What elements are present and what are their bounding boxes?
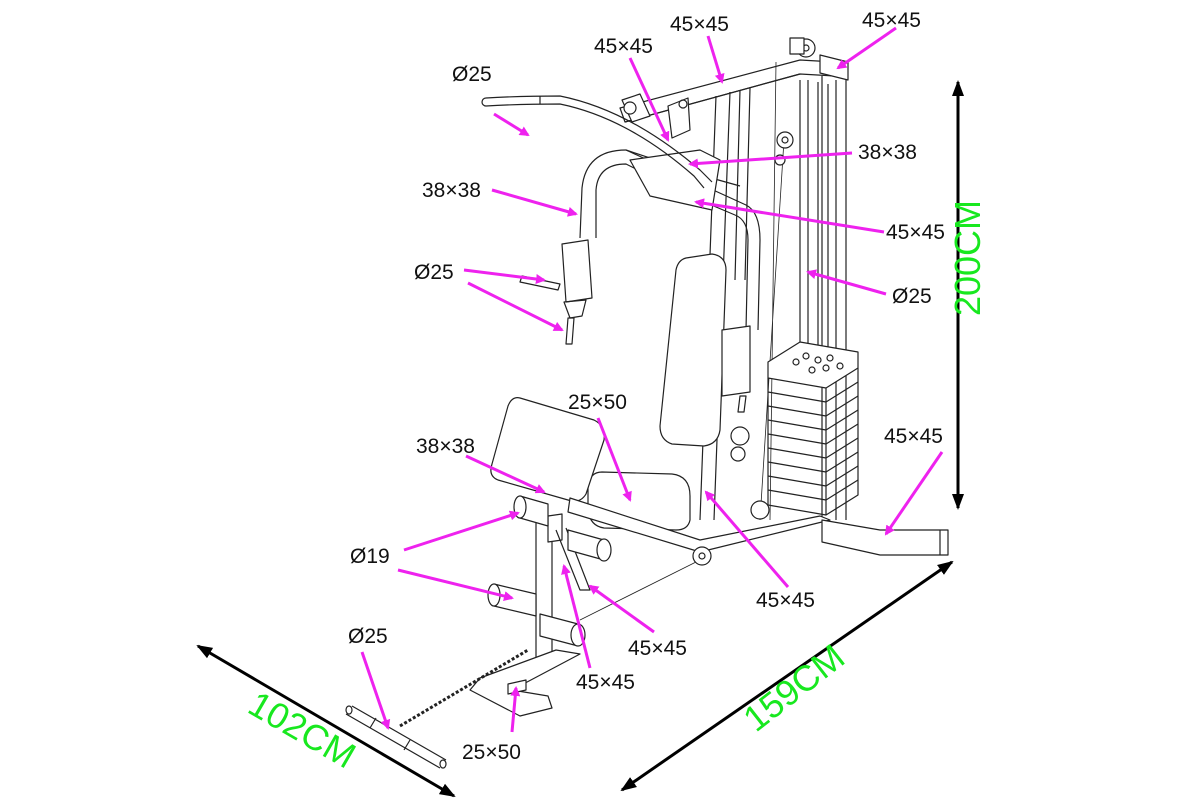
width-dimension-line xyxy=(196,644,456,798)
arrow-top-right-corner xyxy=(836,26,897,70)
arrow-press-arm xyxy=(491,188,578,217)
length-dimension-line xyxy=(620,560,954,792)
top-beam xyxy=(619,59,836,123)
annotation-arrows xyxy=(360,26,944,733)
label-preacher-post: 38×38 xyxy=(416,435,475,458)
arrow-seat-frame xyxy=(596,417,632,502)
label-top-left-frame: 45×45 xyxy=(594,35,653,58)
label-guide-rod: Ø25 xyxy=(892,285,932,308)
label-press-arm: 38×38 xyxy=(422,179,481,202)
label-front-upright: 45×45 xyxy=(576,671,635,694)
cable xyxy=(759,61,785,521)
guide-rods xyxy=(799,80,829,350)
arrow-rear-base xyxy=(884,451,944,536)
label-leg-ext-arm: 45×45 xyxy=(628,637,687,660)
lat-bar xyxy=(485,95,713,183)
arrow-leg-ext-arm xyxy=(588,584,655,634)
dimension-arrows xyxy=(196,80,964,798)
label-seat-frame: 25×50 xyxy=(568,391,627,414)
arrow-front-pulley-bracket xyxy=(688,151,853,169)
label-leg-rollers: Ø19 xyxy=(350,545,390,568)
arrow-lat-bar xyxy=(493,112,530,137)
arrow-center-post xyxy=(704,490,790,588)
arrow-preacher-post xyxy=(465,454,546,494)
arrow-press-arm-pivot xyxy=(694,198,885,234)
arrow-front-upright xyxy=(561,564,592,669)
label-lat-bar: Ø25 xyxy=(452,63,492,86)
low-pulley xyxy=(692,546,712,566)
arrow-lower-roller xyxy=(397,568,514,601)
label-top-beam: 45×45 xyxy=(670,13,729,36)
arrow-press-handle-2 xyxy=(467,281,564,332)
arrow-guide-rod xyxy=(806,269,887,296)
label-ankle-bar: Ø25 xyxy=(348,625,388,648)
seat-frame xyxy=(567,497,831,553)
arrow-top-left-frame xyxy=(628,57,670,142)
label-press-handles: Ø25 xyxy=(414,261,454,284)
label-rear-base: 45×45 xyxy=(884,425,943,448)
label-front-pulley-bracket: 38×38 xyxy=(858,141,917,164)
lower-roller-left xyxy=(493,583,537,617)
arrow-press-handle-1 xyxy=(463,268,546,284)
arrow-ankle-bar xyxy=(360,651,391,730)
arrow-upper-roller xyxy=(403,510,520,552)
label-center-post: 45×45 xyxy=(756,589,815,612)
top-right-cap xyxy=(819,54,849,81)
label-press-arm-pivot: 45×45 xyxy=(886,221,945,244)
press-grip-right xyxy=(721,325,751,397)
ankle-bar xyxy=(345,705,447,769)
arrow-top-beam xyxy=(706,35,725,84)
press-grip-left xyxy=(561,239,593,303)
weight-stack xyxy=(767,341,859,516)
back-pad xyxy=(659,253,727,447)
height-dimension-label: 200CM xyxy=(947,199,989,317)
arrow-front-foot xyxy=(510,686,521,733)
label-front-foot: 25×50 xyxy=(462,741,521,764)
label-top-right-corner: 45×45 xyxy=(862,9,921,32)
rear-base xyxy=(821,519,949,556)
press-handle-left xyxy=(565,317,575,345)
